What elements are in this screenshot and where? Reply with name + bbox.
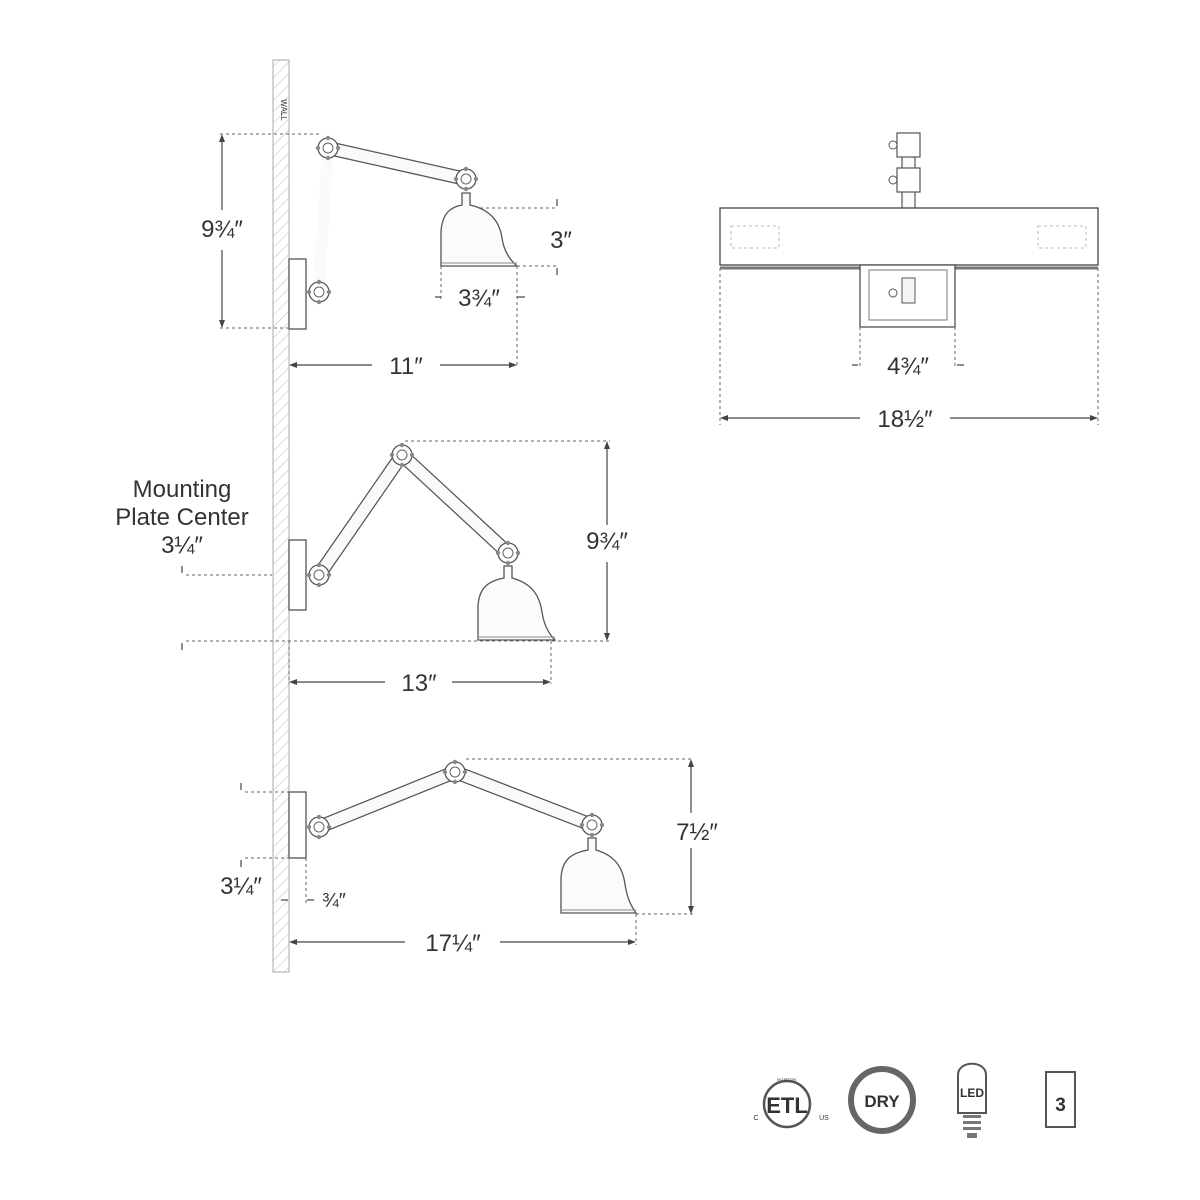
- sconce-diagram-mid: Mounting Plate Center 3¼″ 9¾″ 13″: [115, 440, 628, 697]
- dim-extension-1: 11″: [389, 353, 423, 380]
- dim-plate-center: 3¼″: [161, 532, 203, 559]
- dim-height-2: 9¾″: [586, 528, 628, 555]
- dry-rated-icon: DRY: [848, 1066, 916, 1134]
- front-shade: [719, 207, 1099, 266]
- dim-plate-offset: 3¼″: [220, 873, 262, 900]
- lamp-shade: [560, 837, 638, 914]
- label-mounting: Mounting: [133, 476, 232, 503]
- lamp-shade: [477, 565, 557, 641]
- led-text: LED: [960, 1086, 984, 1100]
- dim-extension-2: 13″: [401, 670, 437, 697]
- certification-badges: INTERTEK ETL C US DRY LED 3: [753, 1062, 1076, 1138]
- dim-shade-height: 3″: [550, 227, 572, 254]
- dim-shade-width: 3¾″: [458, 285, 500, 312]
- dim-overall-width: 18½″: [877, 406, 933, 433]
- sconce-diagram-retracted: 9¾″ 3″ 3¾″ 11″: [201, 133, 572, 380]
- backplate: [288, 539, 307, 611]
- front-view: 4¾″ 18½″: [719, 132, 1099, 433]
- lamp-shade: [440, 192, 519, 267]
- wall-label: WALL: [279, 99, 288, 121]
- etl-intertek-text: INTERTEK: [777, 1077, 797, 1082]
- led-bulb-icon: LED: [957, 1062, 987, 1138]
- label-plate-center: Plate Center: [115, 504, 248, 531]
- etl-text: ETL: [766, 1093, 808, 1118]
- lamp-count-icon: 3: [1045, 1071, 1076, 1128]
- dry-text: DRY: [864, 1092, 900, 1111]
- dim-height-1: 9¾″: [201, 216, 243, 243]
- etl-us-text: US: [819, 1115, 829, 1122]
- dim-extension-3: 17¼″: [425, 930, 481, 957]
- dim-height-3: 7½″: [676, 819, 718, 846]
- etl-listed-icon: INTERTEK ETL C US: [753, 1077, 829, 1129]
- dim-backplate-depth: ¾″: [322, 890, 346, 912]
- lamp-count-text: 3: [1055, 1095, 1066, 1116]
- wall: WALL: [272, 59, 290, 973]
- etl-c-text: C: [753, 1115, 758, 1122]
- backplate: [288, 258, 307, 330]
- sconce-diagram-extended: 3¼″ ¾″ 7½″ 17¼″: [220, 758, 718, 957]
- dim-backplate-width: 4¾″: [887, 353, 929, 380]
- backplate: [288, 791, 307, 859]
